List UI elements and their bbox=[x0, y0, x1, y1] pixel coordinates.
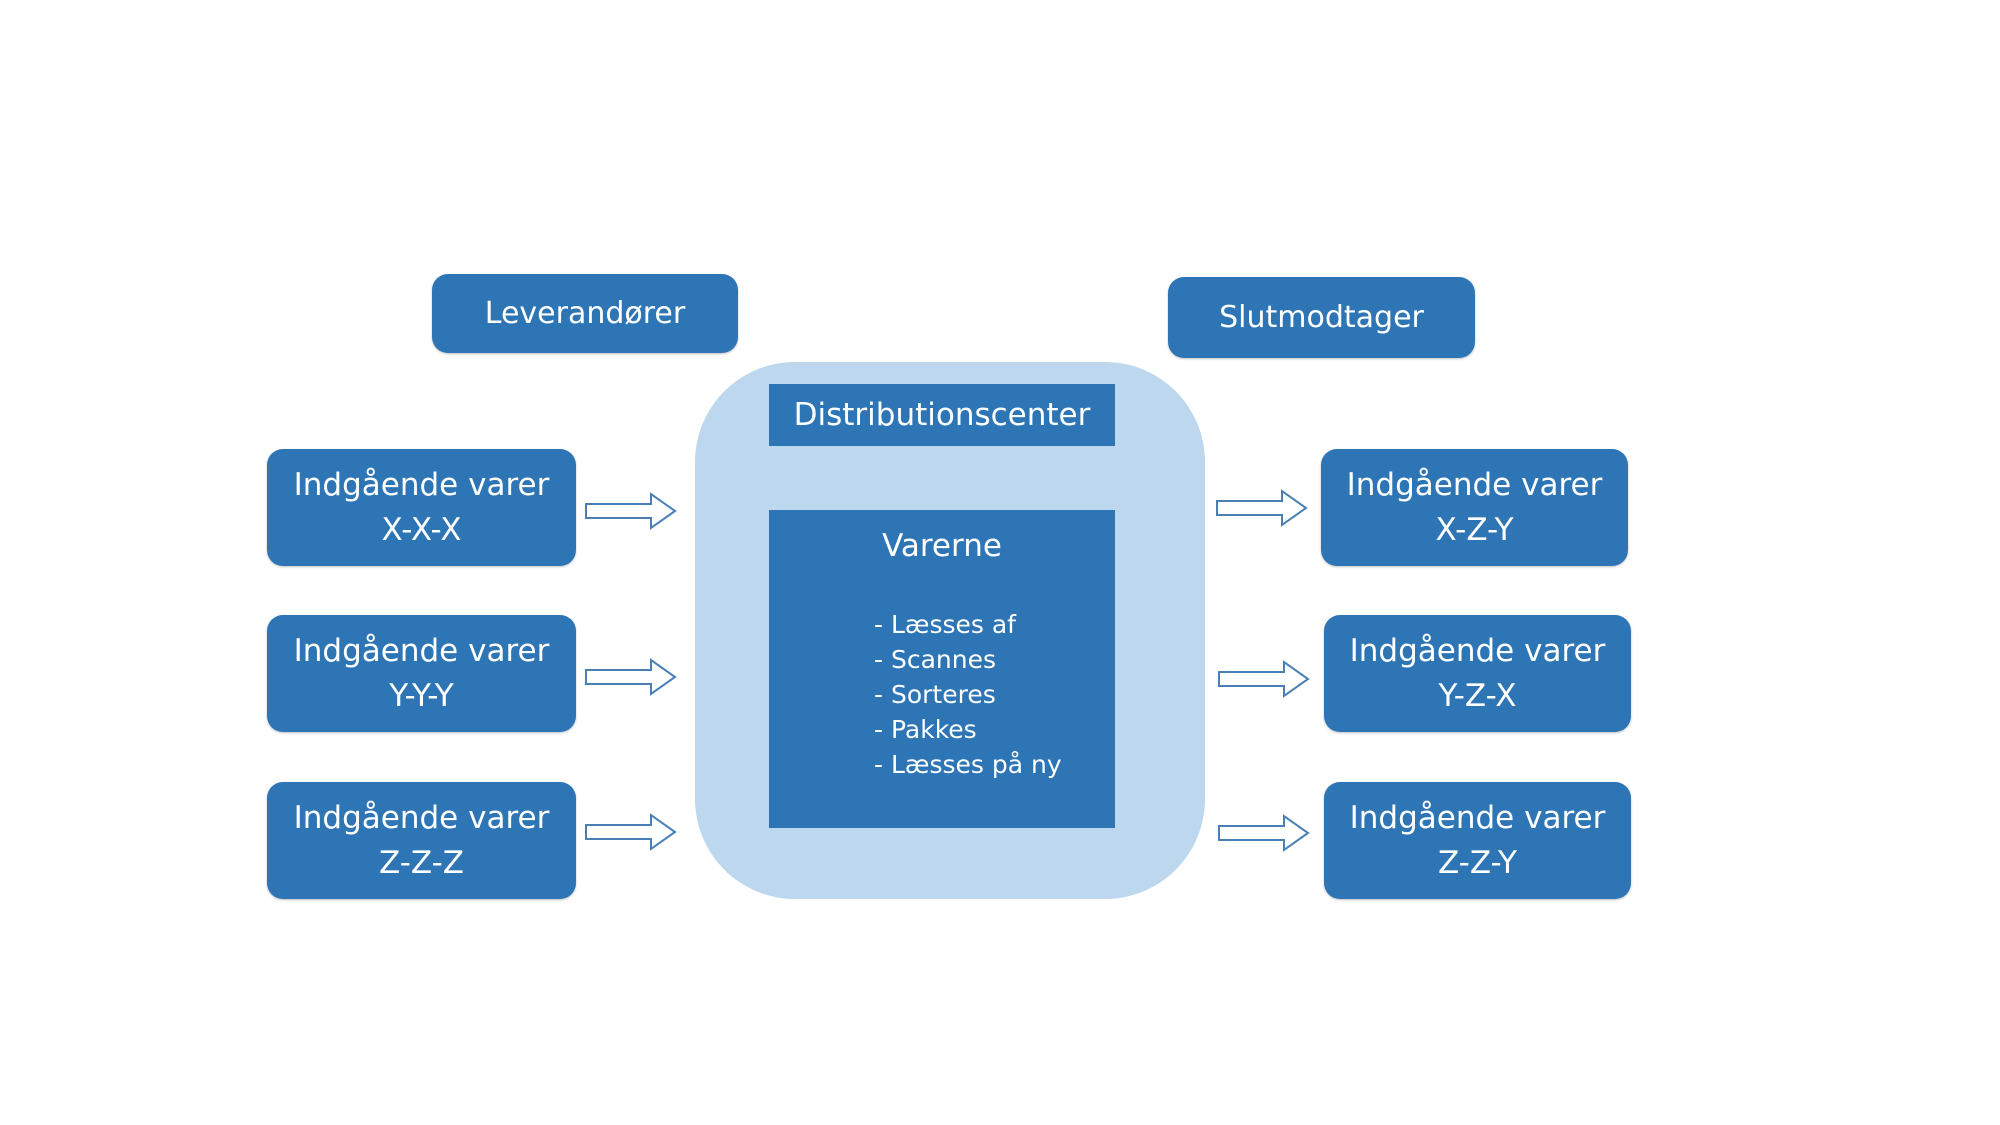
outbound-box-1: Indgående varer X-Z-Y bbox=[1321, 449, 1628, 566]
inbound-box-label: Indgående varer bbox=[293, 799, 550, 836]
arrow-right-icon bbox=[585, 813, 677, 851]
inbound-box-code: Z-Z-Z bbox=[379, 844, 464, 881]
goods-steps-list: Læsses af Scannes Sorteres Pakkes Læsses… bbox=[874, 607, 1062, 782]
arrow-right-icon bbox=[1216, 489, 1308, 527]
arrow-right-icon bbox=[1218, 660, 1310, 698]
goods-title: Varerne bbox=[882, 528, 1002, 564]
goods-step: Sorteres bbox=[874, 677, 1062, 712]
outbound-box-code: Y-Z-X bbox=[1438, 677, 1517, 714]
inbound-box-3: Indgående varer Z-Z-Z bbox=[267, 782, 576, 899]
outbound-box-label: Indgående varer bbox=[1346, 466, 1603, 503]
distribution-center-title: Distributionscenter bbox=[769, 384, 1115, 446]
arrow-right-icon bbox=[585, 492, 677, 530]
outbound-box-label: Indgående varer bbox=[1349, 632, 1606, 669]
goods-step: Scannes bbox=[874, 642, 1062, 677]
inbound-box-2: Indgående varer Y-Y-Y bbox=[267, 615, 576, 732]
inbound-box-code: Y-Y-Y bbox=[389, 677, 454, 714]
outbound-box-label: Indgående varer bbox=[1349, 799, 1606, 836]
goods-step: Læsses på ny bbox=[874, 747, 1062, 782]
distribution-center-title-label: Distributionscenter bbox=[793, 397, 1091, 433]
arrow-right-icon bbox=[585, 658, 677, 696]
outbound-box-2: Indgående varer Y-Z-X bbox=[1324, 615, 1631, 732]
recipient-header-label: Slutmodtager bbox=[1219, 300, 1424, 335]
goods-step: Pakkes bbox=[874, 712, 1062, 747]
arrow-right-icon bbox=[1218, 814, 1310, 852]
goods-box: Varerne Læsses af Scannes Sorteres Pakke… bbox=[769, 510, 1115, 828]
suppliers-header: Leverandører bbox=[432, 274, 738, 353]
outbound-box-code: X-Z-Y bbox=[1435, 511, 1514, 548]
goods-step: Læsses af bbox=[874, 607, 1062, 642]
suppliers-header-label: Leverandører bbox=[484, 296, 686, 331]
inbound-box-label: Indgående varer bbox=[293, 632, 550, 669]
outbound-box-code: Z-Z-Y bbox=[1437, 844, 1517, 881]
outbound-box-3: Indgående varer Z-Z-Y bbox=[1324, 782, 1631, 899]
inbound-box-1: Indgående varer X-X-X bbox=[267, 449, 576, 566]
recipient-header: Slutmodtager bbox=[1168, 277, 1475, 358]
inbound-box-code: X-X-X bbox=[381, 511, 462, 548]
inbound-box-label: Indgående varer bbox=[293, 466, 550, 503]
